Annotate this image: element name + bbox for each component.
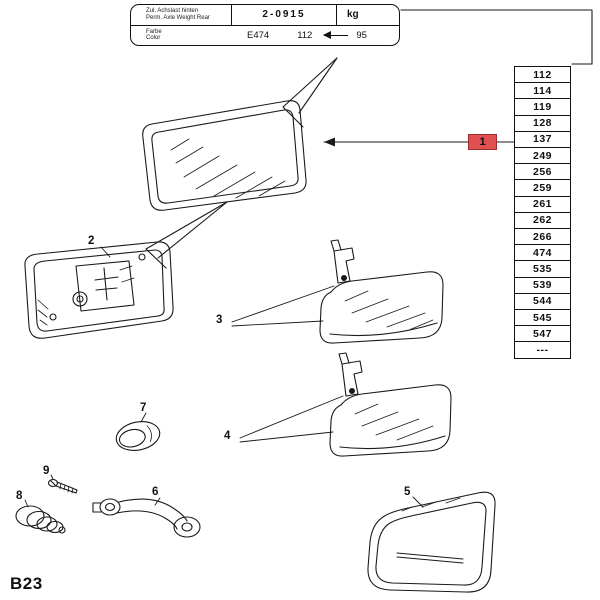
color-code-cell: 547 [514,325,571,343]
mirror-housing-5-drawing [367,491,496,593]
plate-to-table-connector-line [400,9,593,65]
page-code: B23 [10,574,43,593]
color-code-cell: 259 [514,179,571,197]
arrowhead-icon [324,137,335,147]
axle-weight-label-en: Perm. Axle Weight Rear [146,14,210,21]
mirror-assembly-2-drawing [24,201,228,339]
color-code-cell: 128 [514,114,571,132]
part-callout-4: 4 [224,430,231,442]
grommet-8-drawing [15,505,66,534]
housing-hatching [401,497,461,512]
color-code-value: E474 [247,29,270,41]
color-code-table: 112 114 119 128 137 249 256 259 261 262 … [514,66,571,359]
cap-7-drawing [115,421,161,451]
axle-weight-value: 2-0915 [231,5,337,25]
part-callout-7: 7 [140,402,147,414]
color-label-de: Farbe [146,28,162,35]
color-code-cell: 249 [514,147,571,165]
color-code-cell: 119 [514,98,571,116]
screw-9-drawing [47,478,78,494]
color-row: Farbe Color E474 112 95 [131,26,399,46]
axle-weight-labels: Zul. Achslast hinten Perm. Axle Weight R… [131,8,231,21]
glass-1-hatching [170,138,286,199]
color-code-cell: 545 [514,309,571,327]
color-main-value: 112 [297,29,313,41]
color-code-cell: --- [514,341,571,359]
mechanism-hatching [37,265,135,326]
color-code-cell: 266 [514,228,571,246]
color-labels: Farbe Color [131,29,231,42]
mirror-glass-3-drawing [319,239,444,344]
color-code-cell: 256 [514,163,571,181]
crank-handle-6-drawing [92,498,201,538]
mirror-glass-4-drawing [329,352,452,457]
color-alt-value: 95 [356,29,367,41]
color-values: E474 112 95 [231,30,367,41]
color-code-cell: 474 [514,244,571,262]
color-code-cell: 114 [514,82,571,100]
color-code-cell: 261 [514,195,571,213]
glass-3-hatching [344,290,434,331]
data-plate: Zul. Achslast hinten Perm. Axle Weight R… [130,4,400,46]
axle-weight-row: Zul. Achslast hinten Perm. Axle Weight R… [131,5,399,26]
color-code-cell: 262 [514,211,571,230]
part-callout-1-highlighted[interactable]: 1 [468,134,497,150]
color-code-cell: 112 [514,66,571,84]
part-callout-2: 2 [88,235,95,247]
part-callout-3: 3 [216,314,223,326]
mirror-assembly-1-drawing [142,57,338,211]
axle-weight-label-de: Zul. Achslast hinten [146,8,199,15]
color-arrow-left-icon [323,30,349,41]
part-callout-9: 9 [43,465,50,477]
color-code-cell: 137 [514,130,571,149]
color-label-en: Color [146,35,161,42]
part1-pointer-line [323,137,515,147]
glass-4-hatching [354,403,434,441]
callout-leader-lines [24,246,424,508]
part-callout-6: 6 [152,486,159,498]
color-code-cell: 544 [514,292,571,311]
color-code-cell: 535 [514,260,571,278]
axle-weight-unit: kg [347,9,359,21]
color-code-cell: 539 [514,276,571,294]
part-callout-5: 5 [404,486,411,498]
part-callout-8: 8 [16,490,23,502]
